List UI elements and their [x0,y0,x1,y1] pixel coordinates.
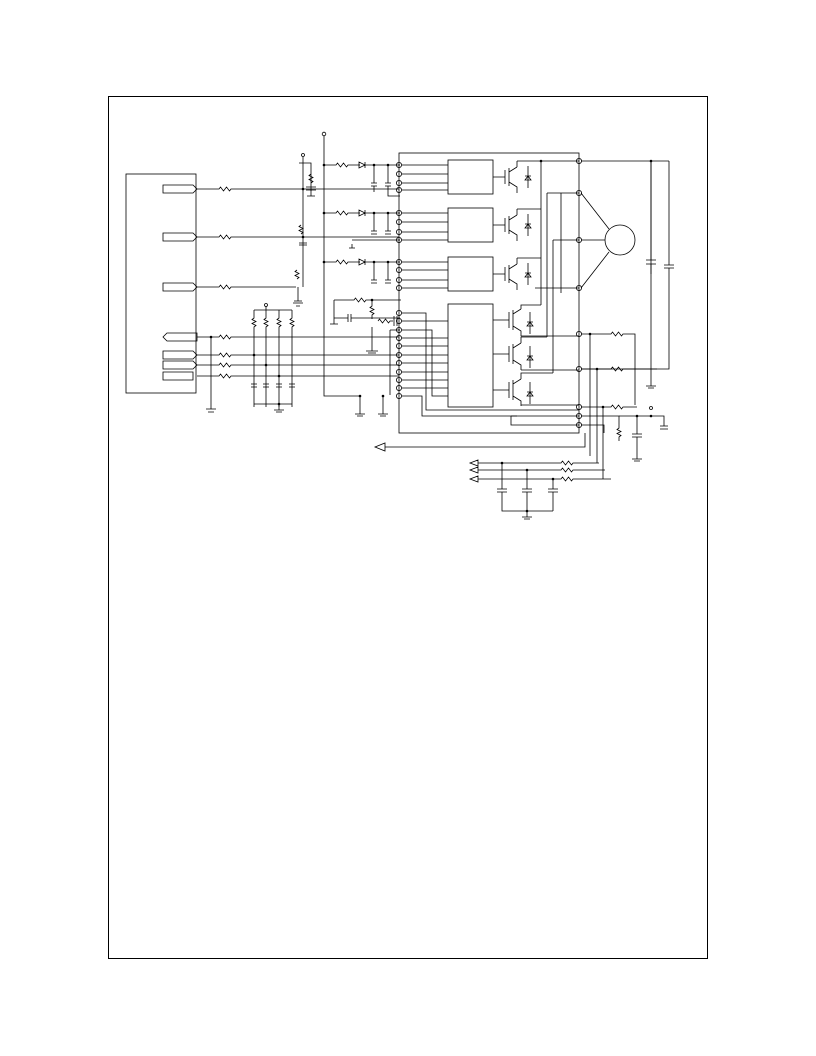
feedback-outputs [373,433,611,520]
dc-bus [581,160,674,389]
vcc-rail [321,131,361,406]
motor-symbol [580,192,636,289]
shunt-resistors [581,331,657,479]
page-frame [108,96,708,959]
controller-ground [206,337,216,413]
pullup-network [251,303,295,413]
connector-pins [162,184,198,381]
low-side-igbts [493,192,579,406]
current-sense-network [330,297,401,417]
supply-column [293,153,316,307]
input-signal-lines [197,186,399,379]
controller-block [125,173,197,394]
junction-dots [209,159,653,513]
fault-filter [510,406,668,462]
bootstrap-circuits [324,161,400,284]
module-pins-left [395,161,402,399]
high-side-igbts [493,160,579,305]
power-module [395,152,583,434]
